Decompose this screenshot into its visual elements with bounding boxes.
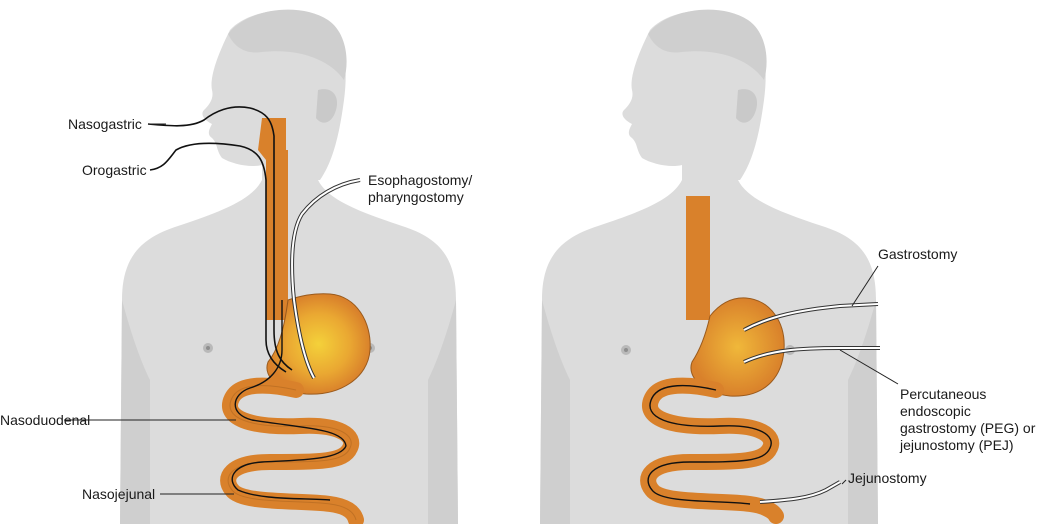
label-esophagostomy: Esophagostomy/ pharyngostomy (368, 172, 473, 205)
label-gastrostomy: Gastrostomy (878, 246, 958, 262)
left-body-silhouette (120, 9, 458, 524)
label-orogastric: Orogastric (82, 162, 147, 178)
right-tubes (743, 265, 899, 504)
left-gi-tract (220, 118, 371, 524)
left-tubes (64, 106, 361, 501)
right-body-silhouette (540, 9, 878, 524)
label-nasojejunal: Nasojejunal (82, 486, 156, 502)
label-nasogastric: Nasogastric (68, 116, 142, 132)
label-jejunostomy: Jejunostomy (848, 470, 927, 486)
label-nasoduodenal: Nasoduodenal (0, 412, 91, 428)
label-peg-pej: Percutaneous endoscopic gastrostomy (PEG… (900, 386, 1036, 453)
